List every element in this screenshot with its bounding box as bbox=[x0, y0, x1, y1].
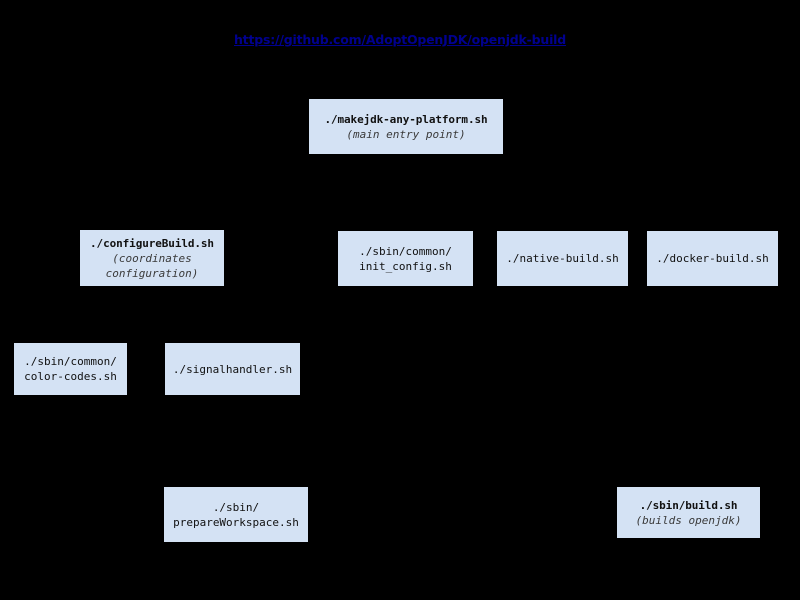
node-makejdk-any-platform[interactable]: ./makejdk-any-platform.sh(main entry poi… bbox=[309, 99, 503, 154]
node-native-build[interactable]: ./native-build.sh bbox=[497, 231, 628, 286]
node-label-line: prepareWorkspace.sh bbox=[173, 515, 299, 529]
node-docker-build[interactable]: ./docker-build.sh bbox=[647, 231, 778, 286]
node-label-line: init_config.sh bbox=[359, 259, 452, 273]
node-label-line: ./docker-build.sh bbox=[656, 252, 769, 265]
node-signalhandler[interactable]: ./signalhandler.sh bbox=[165, 343, 300, 395]
node-label-line: ./configureBuild.sh bbox=[90, 236, 214, 250]
node-sbin-common-init-config[interactable]: ./sbin/common/init_config.sh bbox=[338, 231, 473, 286]
node-label-line: ./native-build.sh bbox=[506, 252, 619, 265]
node-label-line: configuration) bbox=[105, 266, 199, 280]
node-label-line: color-codes.sh bbox=[24, 370, 117, 383]
node-label-line: ./makejdk-any-platform.sh bbox=[324, 112, 488, 126]
node-label-line: ./sbin/common/ bbox=[359, 244, 452, 258]
node-sbin-prepare-workspace[interactable]: ./sbin/prepareWorkspace.sh bbox=[164, 487, 308, 542]
node-label-line: ./sbin/build.sh bbox=[639, 498, 738, 512]
node-label-line: (main entry point) bbox=[346, 127, 466, 141]
node-label-line: (builds openjdk) bbox=[635, 513, 742, 527]
node-label-line: (coordinates bbox=[112, 251, 192, 265]
repository-url-link[interactable]: https://github.com/AdoptOpenJDK/openjdk-… bbox=[233, 32, 567, 47]
node-sbin-common-color-codes[interactable]: ./sbin/common/color-codes.sh bbox=[14, 343, 127, 395]
node-label-line: ./signalhandler.sh bbox=[172, 362, 293, 376]
node-sbin-build[interactable]: ./sbin/build.sh(builds openjdk) bbox=[617, 487, 760, 538]
node-label-line: ./sbin/ bbox=[212, 500, 260, 514]
node-label-line: ./sbin/common/ bbox=[24, 355, 117, 368]
